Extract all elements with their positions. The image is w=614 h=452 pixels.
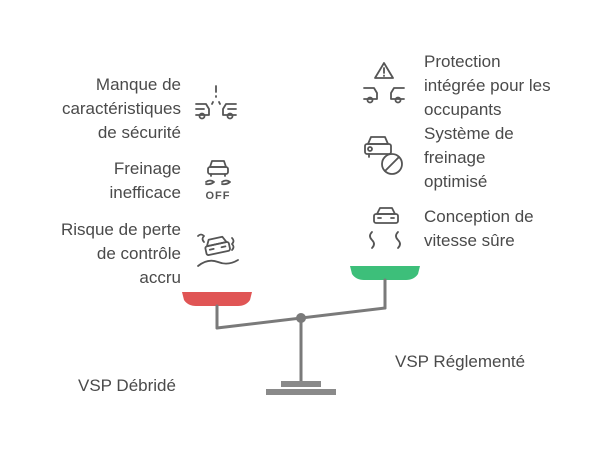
left-item-2-text: Freinage inefficace [109,157,181,205]
text-line: optimisé [424,172,488,191]
cars-warning-triangle-icon [360,60,408,108]
text-line: Système de [424,124,514,143]
right-pan [350,266,420,280]
car-brake-off-icon: OFF [194,155,242,203]
text-line: Risque de perte [60,220,181,239]
scale-base-bottom [266,389,336,395]
text-line: Freinage [113,159,181,178]
scale-base-top [281,381,321,387]
left-pan [182,292,252,306]
text-line: freinage [424,148,486,167]
text-line: accru [139,268,181,287]
text-line: Protection [424,52,501,71]
car-skid-icon [194,228,242,276]
left-item-1-text: Manque de caractéristiques de sécurité [62,73,181,145]
cars-crash-warning-icon [192,82,240,130]
car-no-entry-icon [360,132,408,180]
car-safe-road-icon [362,204,410,252]
text-line: de contrôle [96,244,181,263]
left-item-3-text: Risque de perte de contrôle accru [61,218,181,290]
right-side-label: VSP Réglementé [395,352,526,371]
right-item-1-text: Protection intégrée pour les occupants [424,50,551,122]
scale-pivot [296,313,306,323]
text-line: inefficace [109,183,181,202]
text-line: occupants [424,100,502,119]
text-line: Conception de [424,207,534,226]
left-side-label: VSP Débridé [78,376,176,395]
text-line: Manque de [95,75,181,94]
text-line: caractéristiques [61,99,181,118]
right-item-3-text: Conception de vitesse sûre [424,205,534,253]
text-line: vitesse sûre [424,231,515,250]
text-line: intégrée pour les [424,76,551,95]
text-line: de sécurité [97,123,181,142]
svg-text:OFF: OFF [206,190,231,202]
right-item-2-text: Système de freinage optimisé [424,122,514,194]
